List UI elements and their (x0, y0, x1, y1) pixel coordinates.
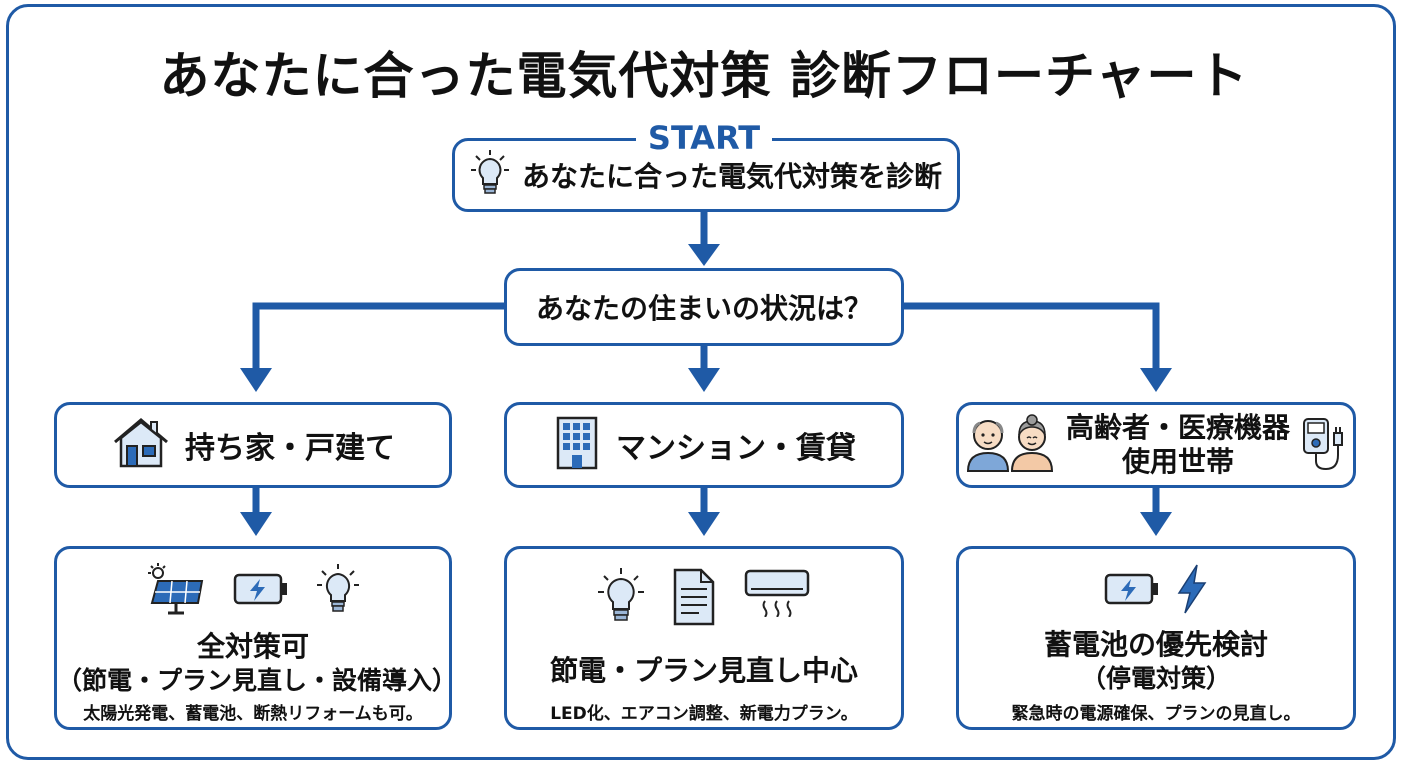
category-label-line2: 使用世帯 (1121, 445, 1234, 478)
arrowhead-right (1140, 368, 1172, 392)
start-text: あなたに合った電気代対策を診断 (521, 160, 942, 193)
result-description: 緊急時の電源確保、プランの見直し。 (1011, 704, 1301, 724)
result-sub-text: （停電対策） (1080, 664, 1231, 693)
result-sub-text: （節電・プラン見直し・設備導入） (57, 666, 458, 695)
category-label: 高齢者・医療機器 使用世帯 (1066, 411, 1290, 479)
battery-icon (1103, 563, 1161, 619)
result-box-storage-battery: 蓄電池の優先検討 （停電対策） 緊急時の電源確保、プランの見直し。 (956, 546, 1356, 730)
question-text: あなたの住まいの状況は？ (535, 292, 872, 325)
result-box-all-measures: 全対策可 （節電・プラン見直し・設備導入） 太陽光発電、蓄電池、断熱リフォームも… (54, 546, 458, 730)
air-conditioner-icon (743, 567, 811, 631)
result-main-text: 節電・プラン見直し中心 (549, 654, 858, 687)
category-box-owned-house: 持ち家・戸建て (54, 402, 452, 488)
document-icon (671, 567, 717, 631)
lightbulb-icon (316, 563, 360, 619)
category-label: 持ち家・戸建て (185, 431, 395, 466)
category-box-apartment: マンション・賃貸 (504, 402, 904, 488)
outer-frame (6, 4, 1396, 760)
apartment-building-icon (552, 415, 602, 475)
house-icon (111, 416, 171, 474)
arrowhead-start (688, 244, 720, 266)
battery-icon (232, 563, 290, 619)
page-title: あなたに合った電気代対策 診断フローチャート (159, 47, 1249, 105)
lightning-bolt-icon (1175, 563, 1209, 619)
elderly-couple-icon (964, 413, 1056, 477)
category-box-elderly-medical: 高齢者・医療機器 使用世帯 (956, 402, 1356, 488)
medical-device-icon (1300, 413, 1348, 477)
arrowhead-right-result (1140, 512, 1172, 536)
arrowhead-left (240, 368, 272, 392)
connector-question-to-right (904, 302, 1160, 370)
lightbulb-icon (470, 148, 510, 202)
category-label-line1: 高齢者・医療機器 (1065, 411, 1290, 444)
lightbulb-icon (597, 567, 645, 631)
category-label: マンション・賃貸 (616, 431, 856, 466)
connector-question-to-left (252, 302, 504, 370)
start-label: START (636, 118, 772, 158)
result-description: LED化、エアコン調整、新電力プラン。 (550, 704, 858, 724)
result-description: 太陽光発電、蓄電池、断熱リフォームも可。 (83, 704, 423, 724)
result-box-saving-plan: 節電・プラン見直し中心 LED化、エアコン調整、新電力プラン。 (504, 546, 904, 730)
arrowhead-middle (688, 368, 720, 392)
solar-panel-icon (146, 563, 206, 619)
arrowhead-left-result (240, 512, 272, 536)
result-main-text: 全対策可 (196, 630, 309, 663)
arrowhead-middle-result (688, 512, 720, 536)
result-main-text: 蓄電池の優先検討 (1043, 628, 1268, 661)
question-box: あなたの住まいの状況は？ (504, 268, 904, 346)
